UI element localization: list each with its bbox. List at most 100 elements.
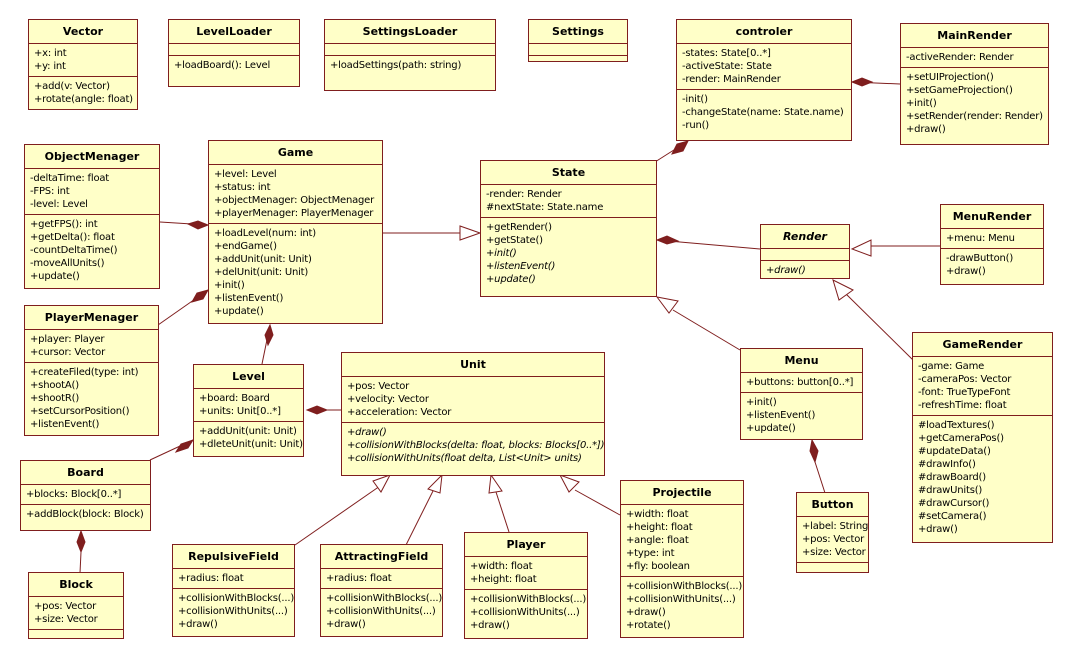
generalization-arrow-icon xyxy=(427,473,443,494)
class-level[interactable]: Level+board: Board+units: Unit[0..*]+add… xyxy=(193,364,304,457)
class-projectile[interactable]: Projectile+width: float+height: float+an… xyxy=(620,480,744,638)
operation: +setRender(render: Render) xyxy=(906,111,1043,122)
operations-section xyxy=(29,630,123,641)
operation: +collisionWithBlocks(delta: float, block… xyxy=(347,440,605,451)
attribute: +velocity: Vector xyxy=(347,394,429,405)
operation: +collisionWithBlocks(...) xyxy=(626,581,743,592)
class-objectmenager[interactable]: ObjectMenager-deltaTime: float-FPS: int-… xyxy=(24,144,160,289)
generalization-arrow-icon xyxy=(655,296,679,314)
operations-section: +loadLevel(num: int)+endGame()+addUnit(u… xyxy=(209,224,382,321)
composition-diamond-icon xyxy=(655,235,680,245)
attribute: +menu: Menu xyxy=(946,233,1015,244)
operation: +draw() xyxy=(470,620,510,631)
attribute: +board: Board xyxy=(199,393,270,404)
class-name: Unit xyxy=(342,353,604,377)
class-state[interactable]: State-render: Render#nextState: State.na… xyxy=(480,160,657,297)
attribute: +acceleration: Vector xyxy=(347,407,452,418)
class-controler[interactable]: controler-states: State[0..*]-activeStat… xyxy=(676,19,852,141)
operation: +dleteUnit(unit: Unit) xyxy=(199,439,303,450)
operation: #drawBoard() xyxy=(918,472,986,483)
class-settingsloader[interactable]: SettingsLoader+loadSettings(path: string… xyxy=(324,19,496,91)
attribute: +angle: float xyxy=(626,535,689,546)
operations-section: -init()-changeState(name: State.name)-ru… xyxy=(677,90,851,135)
link-player-unit xyxy=(495,491,510,533)
operation: +draw() xyxy=(946,266,986,277)
attribute: +player: Player xyxy=(30,334,105,345)
attribute: -game: Game xyxy=(918,361,985,372)
attribute: #nextState: State.name xyxy=(486,202,604,213)
attribute: -refreshTime: float xyxy=(918,400,1007,411)
class-block[interactable]: Block+pos: Vector+size: Vector xyxy=(28,572,124,639)
class-playermenager[interactable]: PlayerMenager+player: Player+cursor: Vec… xyxy=(24,305,159,436)
operation: -moveAllUnits() xyxy=(30,258,105,269)
attributes-section: -activeRender: Render xyxy=(901,48,1048,68)
generalization-arrow-icon xyxy=(459,225,482,241)
class-name: Block xyxy=(29,573,123,597)
generalization-arrow-icon xyxy=(488,473,503,494)
generalization-arrow-icon xyxy=(832,279,854,301)
class-unit[interactable]: Unit +pos: Vector +velocity: Vector +accele… xyxy=(341,352,605,476)
operation: +setGameProjection() xyxy=(906,85,1013,96)
operation: +loadLevel(num: int) xyxy=(214,228,316,239)
class-name: Button xyxy=(797,493,868,517)
composition-diamond-icon xyxy=(850,77,874,87)
attribute: -font: TrueTypeFont xyxy=(918,387,1011,398)
operations-section: +loadSettings(path: string) xyxy=(325,56,495,75)
operation: +update() xyxy=(214,306,264,317)
class-player[interactable]: Player+width: float+height: float+collis… xyxy=(464,532,588,639)
operation: #loadTextures() xyxy=(918,420,995,431)
operation: +draw() xyxy=(178,619,218,630)
operations-section: +addUnit(unit: Unit)+dleteUnit(unit: Uni… xyxy=(194,422,303,454)
generalization-arrow-icon xyxy=(372,474,392,493)
attribute: -FPS: int xyxy=(30,186,70,197)
attributes-section xyxy=(761,249,849,261)
operations-section: +init()+listenEvent()+update() xyxy=(741,393,862,438)
attribute: +radius: float xyxy=(326,573,392,584)
operation: +init() xyxy=(906,98,937,109)
class-menu[interactable]: Menu+buttons: button[0..*]+init()+listen… xyxy=(740,348,863,440)
attribute: -render: MainRender xyxy=(682,74,781,85)
class-vector[interactable]: Vector+x: int+y: int+add(v: Vector)+rota… xyxy=(28,19,138,110)
attributes-section: +label: String+pos: Vector+size: Vector xyxy=(797,517,868,563)
class-button[interactable]: Button+label: String+pos: Vector+size: V… xyxy=(796,492,869,573)
class-repulsivefield[interactable]: RepulsiveField+radius: float+collisionWi… xyxy=(172,544,295,637)
attribute: +buttons: button[0..*] xyxy=(746,377,854,388)
class-settings[interactable]: Settings xyxy=(528,19,628,62)
operations-section xyxy=(529,56,627,67)
composition-diamond-icon xyxy=(809,438,819,464)
attribute: +pos: Vector xyxy=(347,381,410,392)
class-name: PlayerMenager xyxy=(25,306,158,330)
class-game[interactable]: Game+level: Level+status: int+objectMena… xyxy=(208,140,383,324)
class-menurender[interactable]: MenuRender+menu: Menu-drawButton()+draw(… xyxy=(940,204,1044,285)
class-name: Board xyxy=(21,461,150,485)
attribute: +size: Vector xyxy=(34,614,98,625)
operation: +listenEvent() xyxy=(30,419,100,430)
attributes-section: -game: Game-cameraPos: Vector-font: True… xyxy=(913,357,1052,416)
class-attractingfield[interactable]: AttractingField+radius: float+collisionW… xyxy=(320,544,443,637)
operations-section: +collisionWithBlocks(...) +collisionWithU… xyxy=(621,577,743,635)
class-render[interactable]: Render+draw() xyxy=(760,224,850,279)
class-name: RepulsiveField xyxy=(173,545,294,569)
class-levelloader[interactable]: LevelLoader+loadBoard(): Level xyxy=(168,19,300,87)
class-name: MainRender xyxy=(901,24,1048,48)
operation: +update() xyxy=(486,274,536,285)
operation: +loadSettings(path: string) xyxy=(330,60,462,71)
attribute: -activeRender: Render xyxy=(906,52,1014,63)
class-board[interactable]: Board+blocks: Block[0..*]+addBlock(block… xyxy=(20,460,151,531)
operation: +draw() xyxy=(918,524,958,535)
operation: +collisionWithUnits(...) xyxy=(626,594,736,605)
operations-section: +getFPS(): int+getDelta(): float-countDe… xyxy=(25,215,159,286)
operations-section: +setUIProjection()+setGameProjection()+i… xyxy=(901,68,1048,139)
operation: +draw() xyxy=(626,607,666,618)
operation: +addBlock(block: Block) xyxy=(26,509,144,520)
operations-section: +getRender()+getState()+init()+listenEve… xyxy=(481,218,656,289)
operation: +loadBoard(): Level xyxy=(174,60,271,71)
operation: +update() xyxy=(746,423,796,434)
operation: +shootA() xyxy=(30,380,79,391)
attributes-section xyxy=(169,44,299,56)
class-gamerender[interactable]: GameRender-game: Game-cameraPos: Vector-… xyxy=(912,332,1053,543)
operation: #setCamera() xyxy=(918,511,987,522)
class-mainrender[interactable]: MainRender -activeRender: Render +setUIPro… xyxy=(900,23,1049,145)
attributes-section: +board: Board+units: Unit[0..*] xyxy=(194,389,303,422)
